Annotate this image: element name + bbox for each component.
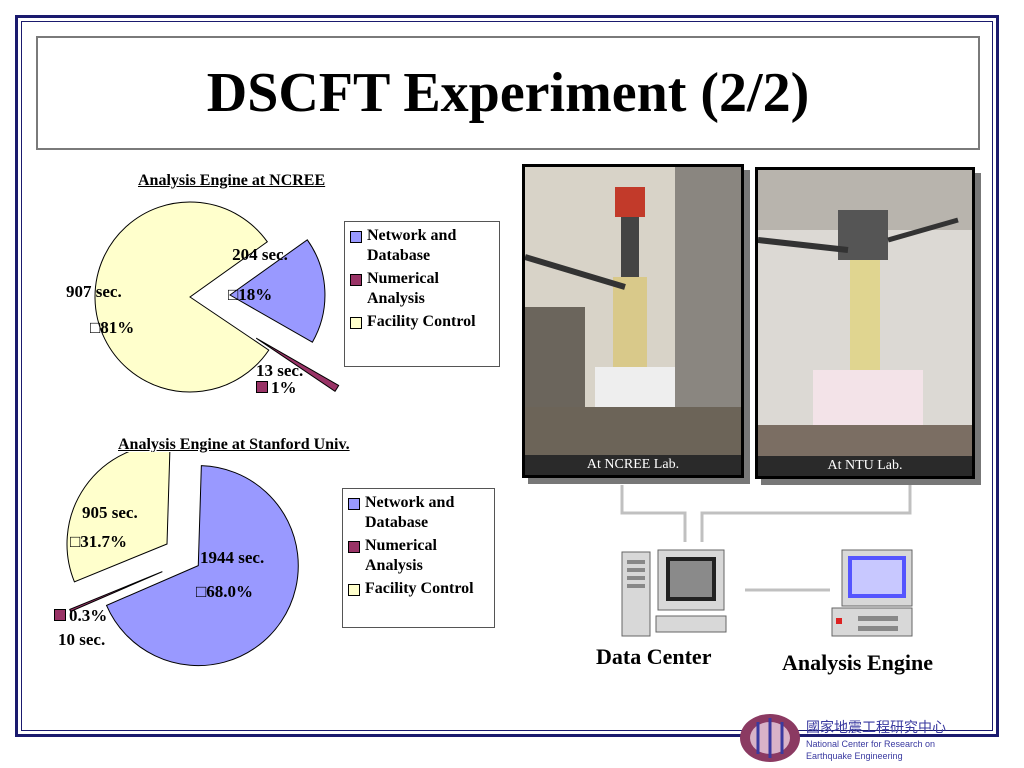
chart1-numerical-swatch <box>256 381 268 393</box>
chart2-network-percent: □68.0% <box>196 582 254 601</box>
legend-swatch <box>350 317 362 329</box>
logo-name-en-line2: Earthquake Engineering <box>806 751 903 761</box>
chart1-title: Analysis Engine at NCREE <box>138 172 326 189</box>
ncree-logo-icon <box>740 714 800 762</box>
chart2-facility-percent-text: 31.7% <box>80 532 128 551</box>
chart1-numerical-percent: 1% <box>256 378 297 398</box>
chart1-numerical-percent-text: 1% <box>271 378 297 397</box>
legend-swatch <box>350 231 362 243</box>
logo-name-zh: 國家地震工程研究中心 <box>806 720 946 736</box>
chart2-legend-item-facility: Facility Control <box>347 579 490 599</box>
chart2-facility-percent: □31.7% <box>70 532 128 551</box>
ntu-lab-photo: At NTU Lab. <box>755 167 975 479</box>
chart2-title: Analysis Engine at Stanford Univ. <box>118 436 350 453</box>
chart1-facility-value: 907 sec. <box>66 282 122 301</box>
legend-swatch <box>348 584 360 596</box>
pie2-slice-network <box>105 465 299 667</box>
chart2-numerical-swatch <box>54 609 66 621</box>
chart2-network-value: 1944 sec. <box>200 548 265 567</box>
chart2-pie <box>66 452 299 667</box>
connection-lines <box>620 485 912 592</box>
chart1-numerical-value: 13 sec. <box>256 361 304 380</box>
legend-swatch <box>348 541 360 553</box>
chart2-numerical-percent: 0.3% <box>54 606 107 626</box>
analysis-engine-computer-icon <box>831 549 913 637</box>
slide-title: DSCFT Experiment (2/2) <box>206 62 810 124</box>
chart1-facility-percent-text: 81% <box>100 318 135 337</box>
legend-swatch <box>348 498 360 510</box>
data-center-computer-icon <box>621 549 727 637</box>
legend-swatch <box>350 274 362 286</box>
chart2-numerical-value: 10 sec. <box>58 630 106 649</box>
chart2-legend-item-numerical: Numerical Analysis <box>347 536 490 576</box>
chart1-network-percent-text: 18% <box>238 285 273 304</box>
legend-label: Numerical Analysis <box>367 270 439 307</box>
pie1-slice-facility <box>94 201 270 393</box>
chart1-network-value: 204 sec. <box>232 245 288 264</box>
ncree-connection <box>620 485 687 542</box>
chart1-legend-item-numerical: Numerical Analysis <box>349 269 495 309</box>
legend-label: Facility Control <box>367 313 476 330</box>
ncree-lab-photo-image <box>525 167 741 457</box>
legend-label: Network and Database <box>365 494 455 531</box>
pie2-slice-facility <box>66 452 171 583</box>
ncree-lab-caption: At NCREE Lab. <box>525 455 741 475</box>
chart2-numerical-percent-text: 0.3% <box>69 606 108 625</box>
logo-name-en: National Center for Research on Earthquak… <box>806 738 935 762</box>
chart1-pie <box>94 201 340 393</box>
ntu-connection <box>700 485 912 542</box>
data-center-label: Data Center <box>596 644 712 669</box>
chart2-facility-value: 905 sec. <box>82 503 138 522</box>
legend-label: Network and Database <box>367 227 457 264</box>
logo-name-en-line1: National Center for Research on <box>806 739 936 749</box>
pie1-slice-network <box>229 239 326 343</box>
chart2-network-percent-text: 68.0% <box>206 582 254 601</box>
legend-label: Numerical Analysis <box>365 537 437 574</box>
chart2-legend: Network and Database Numerical Analysis … <box>342 488 495 628</box>
chart2-legend-item-network: Network and Database <box>347 493 490 533</box>
slide-frame-outer <box>15 15 999 737</box>
chart1-network-percent: □18% <box>228 285 273 304</box>
pie1-slice-numerical <box>255 337 340 393</box>
title-box: DSCFT Experiment (2/2) <box>36 36 980 150</box>
analysis-engine-label: Analysis Engine <box>782 650 933 675</box>
pie2-slice-numerical <box>69 571 163 613</box>
chart1-facility-percent: □81% <box>90 318 135 337</box>
chart1-legend: Network and Database Numerical Analysis … <box>344 221 500 367</box>
chart1-legend-item-facility: Facility Control <box>349 312 495 332</box>
legend-label: Facility Control <box>365 580 474 597</box>
ncree-lab-photo: At NCREE Lab. <box>522 164 744 478</box>
slide-frame-inner <box>21 21 993 731</box>
chart1-legend-item-network: Network and Database <box>349 226 495 266</box>
ntu-lab-caption: At NTU Lab. <box>758 456 972 476</box>
ntu-lab-photo-image <box>758 170 972 458</box>
